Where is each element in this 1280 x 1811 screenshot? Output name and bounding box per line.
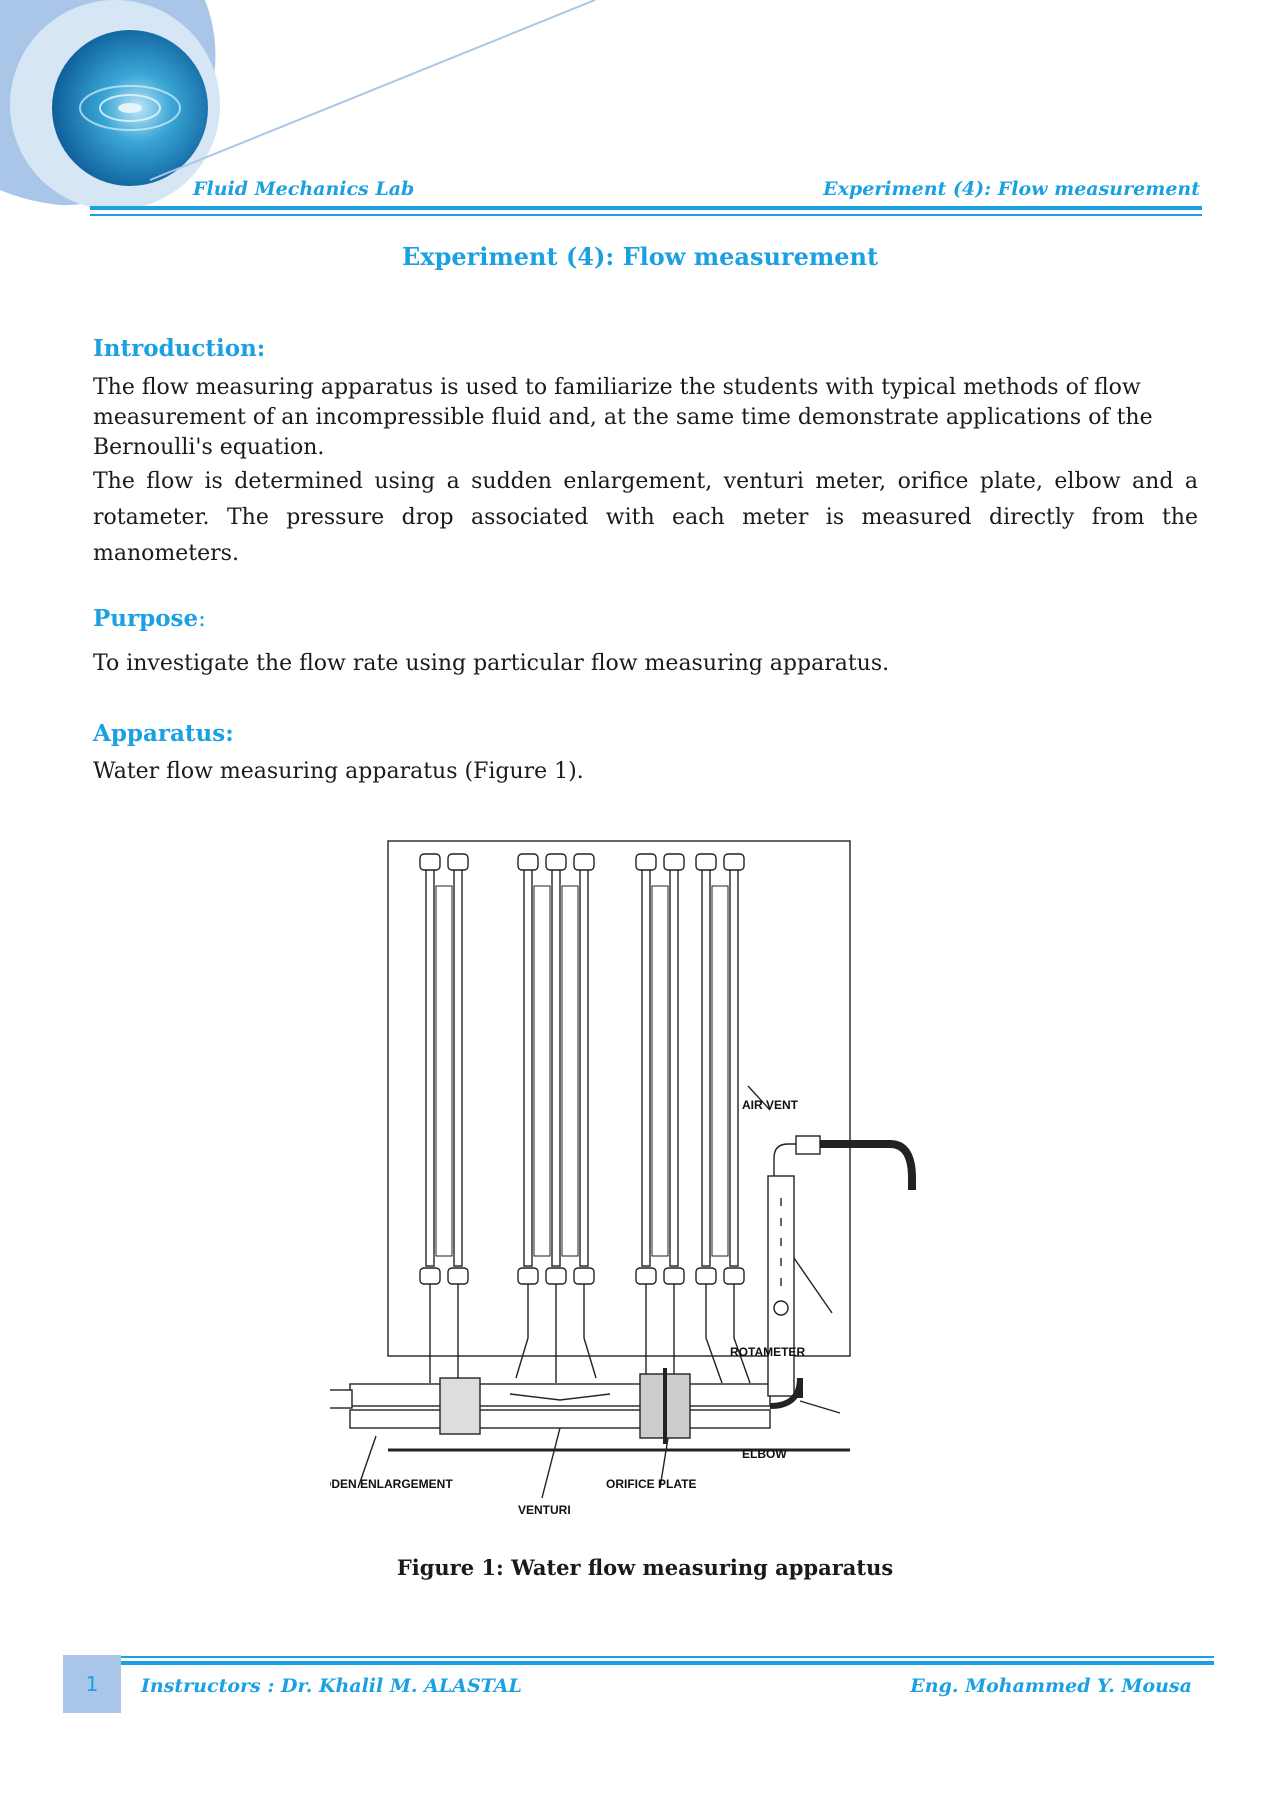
label-rotameter: ROTAMETER	[730, 1345, 805, 1359]
apparatus-figure: AIR VENT ROTAMETER ELBOW SUDDEN ENLARGEM…	[330, 840, 916, 1517]
header-rule-thick	[90, 206, 1202, 210]
label-sudden-enlargement: SUDDEN ENLARGEMENT	[330, 1477, 453, 1491]
page-title: Experiment (4): Flow measurement	[401, 242, 879, 271]
header-left-text: Fluid Mechanics Lab	[193, 178, 415, 200]
purpose-heading-colon: :	[198, 606, 206, 632]
purpose-heading: Purpose:	[93, 605, 206, 632]
figure-caption: Figure 1: Water flow measuring apparatus	[396, 1555, 894, 1580]
footer-page-box	[63, 1655, 121, 1713]
header-rule-thin	[90, 214, 1202, 216]
introduction-paragraph-2: The flow is determined using a sudden en…	[93, 469, 1198, 566]
footer-rule-thin	[118, 1656, 1214, 1658]
introduction-paragraph-1: The flow measuring apparatus is used to …	[93, 375, 1153, 460]
label-venturi: VENTURI	[518, 1503, 571, 1517]
header-right-text: Experiment (4): Flow measurement	[823, 178, 1200, 200]
introduction-heading: Introduction:	[93, 335, 266, 362]
footer-rule-thick	[118, 1661, 1214, 1665]
page-number: 1	[85, 1672, 99, 1696]
apparatus-text: Water flow measuring apparatus (Figure 1…	[93, 759, 584, 784]
label-air-vent: AIR VENT	[742, 1098, 799, 1112]
manometer-tubes	[425, 865, 739, 1267]
label-elbow: ELBOW	[742, 1447, 787, 1461]
purpose-text: To investigate the flow rate using parti…	[93, 651, 890, 676]
purpose-heading-text: Purpose	[93, 605, 199, 632]
header-logo	[0, 0, 596, 210]
footer-engineer: Eng. Mohammed Y. Mousa	[910, 1675, 1192, 1697]
tube-caps	[419, 853, 745, 1285]
label-orifice-plate: ORIFICE PLATE	[606, 1477, 696, 1491]
footer-instructors: Instructors : Dr. Khalil M. ALASTAL	[141, 1675, 522, 1697]
apparatus-heading: Apparatus:	[93, 720, 234, 747]
